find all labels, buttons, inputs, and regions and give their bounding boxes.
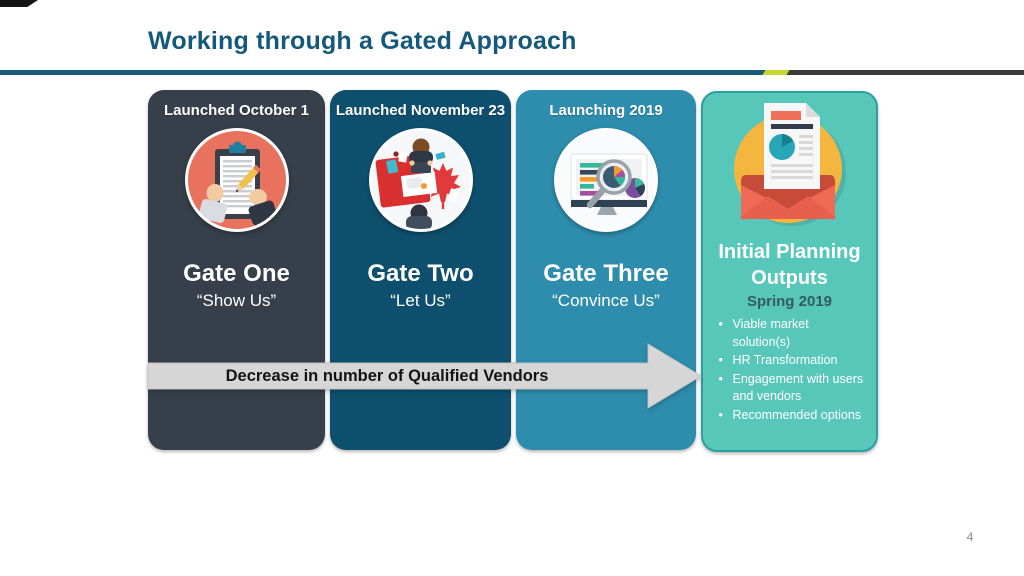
- gate-subtitle: “Let Us”: [390, 291, 451, 310]
- card-launch-date: Launched November 23: [335, 102, 506, 119]
- card-gate-two: Launched November 23: [330, 90, 511, 450]
- bullet-item: Viable market solution(s): [717, 316, 865, 351]
- divider-line-dark: [783, 70, 1024, 75]
- data-analysis-magnifier-icon: [554, 128, 658, 232]
- card-gate-one: Launched October 1: [148, 90, 325, 450]
- gate-subtitle: “Show Us”: [196, 291, 277, 310]
- bullet-item: Engagement with users and vendors: [717, 371, 865, 406]
- divider-line-yellow-accent: [762, 70, 790, 75]
- gate-subtitle: “Convince Us”: [552, 291, 660, 310]
- report-envelope-icon: [724, 97, 856, 239]
- gate-title: Gate Three: [543, 260, 669, 287]
- bullet-item: HR Transformation: [717, 352, 865, 370]
- bullet-item: Recommended options: [717, 407, 865, 425]
- divider-line-teal: [0, 70, 772, 75]
- arrow-label: Decrease in number of Qualified Vendors: [225, 367, 549, 385]
- card-gate-three: Launching 2019: [516, 90, 696, 450]
- page-title: Working through a Gated Approach: [148, 27, 577, 55]
- decrease-vendors-arrow: Decrease in number of Qualified Vendors: [148, 341, 704, 411]
- corner-accent-bar: [0, 0, 38, 7]
- card-launch-date: Launched October 1: [163, 102, 310, 119]
- team-collaboration-canada-icon: [368, 128, 473, 232]
- clipboard-checklist-icon: [184, 128, 289, 232]
- gate-title: Gate Two: [367, 260, 474, 287]
- gate-title: Gate One: [183, 260, 290, 287]
- card-initial-planning-outputs: Initial Planning Outputs Spring 2019 Via…: [701, 91, 878, 452]
- page-number: 4: [966, 530, 974, 544]
- outputs-bullet-list: Viable market solution(s) HR Transformat…: [707, 316, 873, 425]
- card-launch-date: Launching 2019: [549, 102, 663, 119]
- outputs-season: Spring 2019: [746, 293, 833, 310]
- outputs-title: Initial Planning Outputs: [718, 241, 861, 289]
